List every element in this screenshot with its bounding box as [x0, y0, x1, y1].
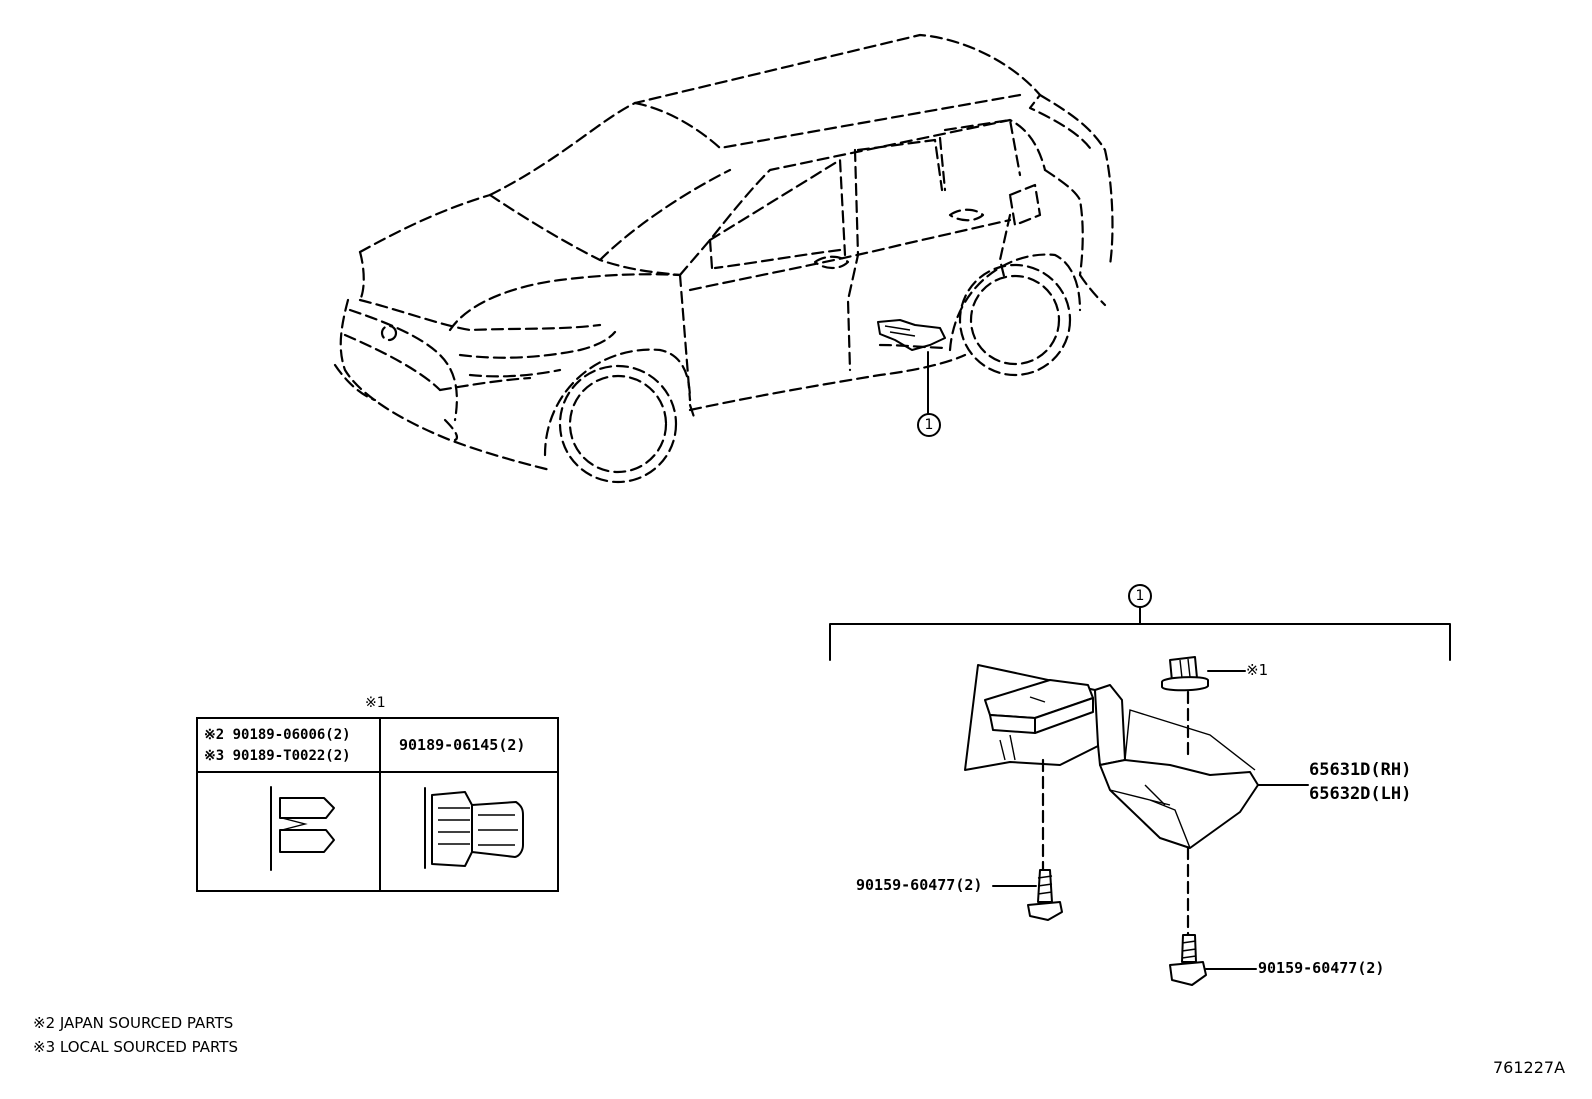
clip-table-divider-horizontal: [198, 771, 557, 773]
part-number-protector-rh: 65631D(RH): [1309, 760, 1412, 780]
clip-icon-right: [424, 787, 524, 869]
clip-reference-label: ※1: [1246, 661, 1269, 679]
part-number-bolt-right: 90159-60477(2): [1258, 959, 1385, 977]
clip-table-heading: ※1: [365, 695, 386, 711]
assembly-bracket: [829, 606, 1451, 661]
vehicle-illustration: [333, 33, 1114, 484]
callout-assembly: 1: [1128, 584, 1152, 608]
clip-drawing: [1161, 656, 1246, 762]
clip-table-part-right: 90189-06145(2): [399, 736, 526, 754]
footnote-local-sourced: ※3 LOCAL SOURCED PARTS: [33, 1038, 238, 1056]
footnote-japan-sourced: ※2 JAPAN SOURCED PARTS: [33, 1014, 234, 1032]
protector-part-drawing: [964, 664, 1309, 849]
diagram-id: 761227A: [1493, 1058, 1566, 1077]
clip-table-part-japan: ※2 90189-06006(2): [204, 727, 351, 743]
bolt-right-drawing: [1169, 846, 1257, 986]
clip-table: ※2 90189-06006(2) ※3 90189-T0022(2) 9018…: [196, 717, 559, 892]
part-number-protector-lh: 65632D(LH): [1309, 784, 1412, 804]
clip-table-divider-vertical: [379, 719, 381, 890]
clip-table-part-local: ※3 90189-T0022(2): [204, 748, 351, 764]
part-number-bolt-left: 90159-60477(2): [856, 876, 983, 894]
bolt-left-drawing: [992, 758, 1063, 921]
callout-car-part: 1: [917, 413, 941, 437]
clip-icon-left: [270, 786, 335, 871]
